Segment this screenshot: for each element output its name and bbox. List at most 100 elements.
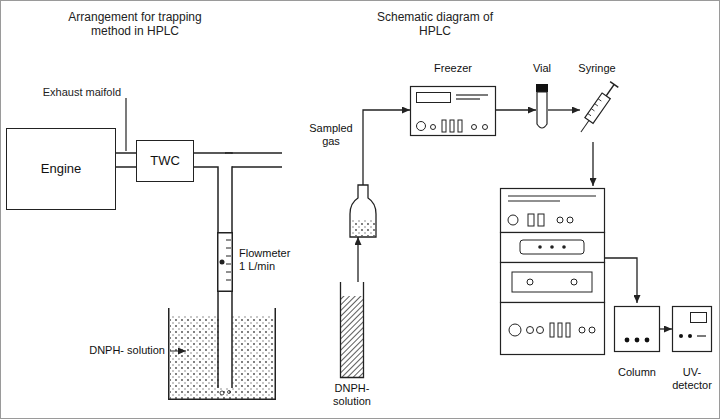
- sample-bottle-outline: [350, 185, 376, 237]
- connector-line: [548, 109, 580, 110]
- part-label: Syringe: [578, 62, 615, 75]
- part-label: Flowmeter 1 L/min: [239, 247, 295, 272]
- flowmeter-tick: [226, 280, 231, 281]
- manifold-leader-line: [125, 98, 126, 151]
- hplc-unit: [501, 263, 605, 303]
- freezer-body: [411, 87, 496, 136]
- freezer-display: [417, 93, 451, 103]
- immersed-tube-fill: [219, 308, 232, 388]
- column-dot: [645, 338, 650, 343]
- part-label: Vial: [533, 62, 551, 75]
- part-label: Freezer: [434, 62, 472, 75]
- panel-heading: Schematic diagram of HPLC: [370, 10, 500, 39]
- exhaust-pipe: [116, 160, 136, 161]
- syringe-needle: [581, 120, 589, 131]
- dnph-beaker: DNPH- solution: [340, 282, 364, 378]
- flowmeter-tube: [218, 233, 233, 292]
- trap-vessel: DNPH- solution: [168, 308, 276, 400]
- syringe-mark: [591, 109, 594, 111]
- detector-screen: [691, 313, 707, 323]
- syringe-drawing: [577, 82, 618, 135]
- immersed-tube: [218, 308, 232, 388]
- box-label: Engine: [41, 162, 81, 177]
- freezer-switch: [442, 120, 446, 132]
- freezer-panel-line: [456, 94, 488, 95]
- part-label: Exhaust maifold: [43, 86, 121, 99]
- injection-arrow: [592, 142, 593, 186]
- part-label: Column: [618, 366, 656, 379]
- detector-panel-line: [697, 335, 706, 336]
- hplc-knob: [508, 215, 518, 225]
- detector-led: [688, 334, 692, 338]
- sample-bottle: Sampled gas: [350, 185, 376, 237]
- exhaust-tailpipe: [225, 153, 282, 167]
- sample-bottle-content: [351, 219, 375, 236]
- hplc-led: [550, 245, 554, 249]
- flow-arrow: [548, 110, 580, 111]
- part-label: UV- detector: [669, 366, 715, 391]
- vial: Vial: [536, 84, 548, 130]
- freezer-knob: [483, 125, 488, 130]
- flowmeter-tick: [226, 264, 231, 265]
- syringe-mark: [595, 104, 598, 106]
- freezer-panel-line: [456, 98, 480, 99]
- connector-line: [357, 237, 358, 282]
- hplc-switch: [538, 214, 544, 226]
- hplc-switch: [566, 323, 570, 337]
- hplc-led: [538, 245, 542, 249]
- column-dot: [625, 338, 630, 343]
- hplc-column: Column: [614, 306, 660, 352]
- pipe-wall: [116, 152, 136, 168]
- detector-led: [679, 334, 683, 338]
- freezer-knob: [431, 125, 436, 130]
- hplc-knob: [557, 217, 563, 223]
- flowmeter-float: [220, 260, 225, 265]
- pipe-bore: [116, 154, 136, 167]
- hplc-knob: [571, 279, 577, 285]
- beaker-outline: [341, 282, 364, 378]
- hplc-display: [520, 240, 584, 254]
- syringe-plunger: [606, 84, 614, 95]
- part-label: DNPH- solution: [89, 344, 165, 357]
- connector-line: [363, 110, 410, 185]
- hplc-switch: [528, 214, 534, 226]
- pipe-bore: [219, 292, 232, 308]
- syringe-mark: [588, 114, 591, 116]
- trap-vessel-outline: [169, 308, 276, 399]
- part-label: DNPH- solution: [328, 382, 376, 407]
- beaker-solution: [341, 296, 363, 377]
- flowmeter: Flowmeter 1 L/min: [217, 232, 233, 292]
- exhaust-tailpipe-fill: [226, 154, 282, 167]
- connector-line: [660, 328, 672, 329]
- hplc-knob: [537, 327, 544, 334]
- syringe: Syringe: [580, 80, 614, 138]
- hplc-unit: [501, 303, 605, 355]
- hplc-switch: [558, 323, 562, 337]
- column-dot: [635, 338, 640, 343]
- hplc-panel-line: [508, 195, 596, 196]
- flowmeter-tick: [226, 256, 231, 257]
- gas-bubble: [220, 391, 224, 395]
- detector-body: [673, 307, 712, 352]
- syringe-mark: [598, 99, 601, 101]
- column-body: [615, 307, 660, 352]
- freezer: Freezer: [410, 86, 496, 136]
- flowmeter-tick: [226, 272, 231, 273]
- vial-tube: [537, 92, 547, 128]
- flowmeter-tick: [226, 248, 231, 249]
- pipe-wall: [194, 160, 225, 232]
- flow-arrow: [496, 110, 536, 111]
- pipe-bore: [194, 160, 225, 232]
- solution-pointer: [170, 351, 186, 352]
- eluent-arrow: [605, 258, 637, 303]
- freezer-switch: [450, 120, 454, 132]
- hplc-panel: [512, 272, 592, 292]
- flow-arrow: [660, 329, 672, 330]
- pipe-wall: [217, 292, 233, 308]
- panel-heading: Arrangement for trapping method in HPLC: [55, 10, 215, 39]
- catalytic-converter-box: TWC: [136, 140, 194, 182]
- hplc-knob: [589, 327, 595, 333]
- hplc-knob: [527, 327, 534, 334]
- flow-arrow: [363, 110, 410, 185]
- connector-line: [496, 109, 536, 110]
